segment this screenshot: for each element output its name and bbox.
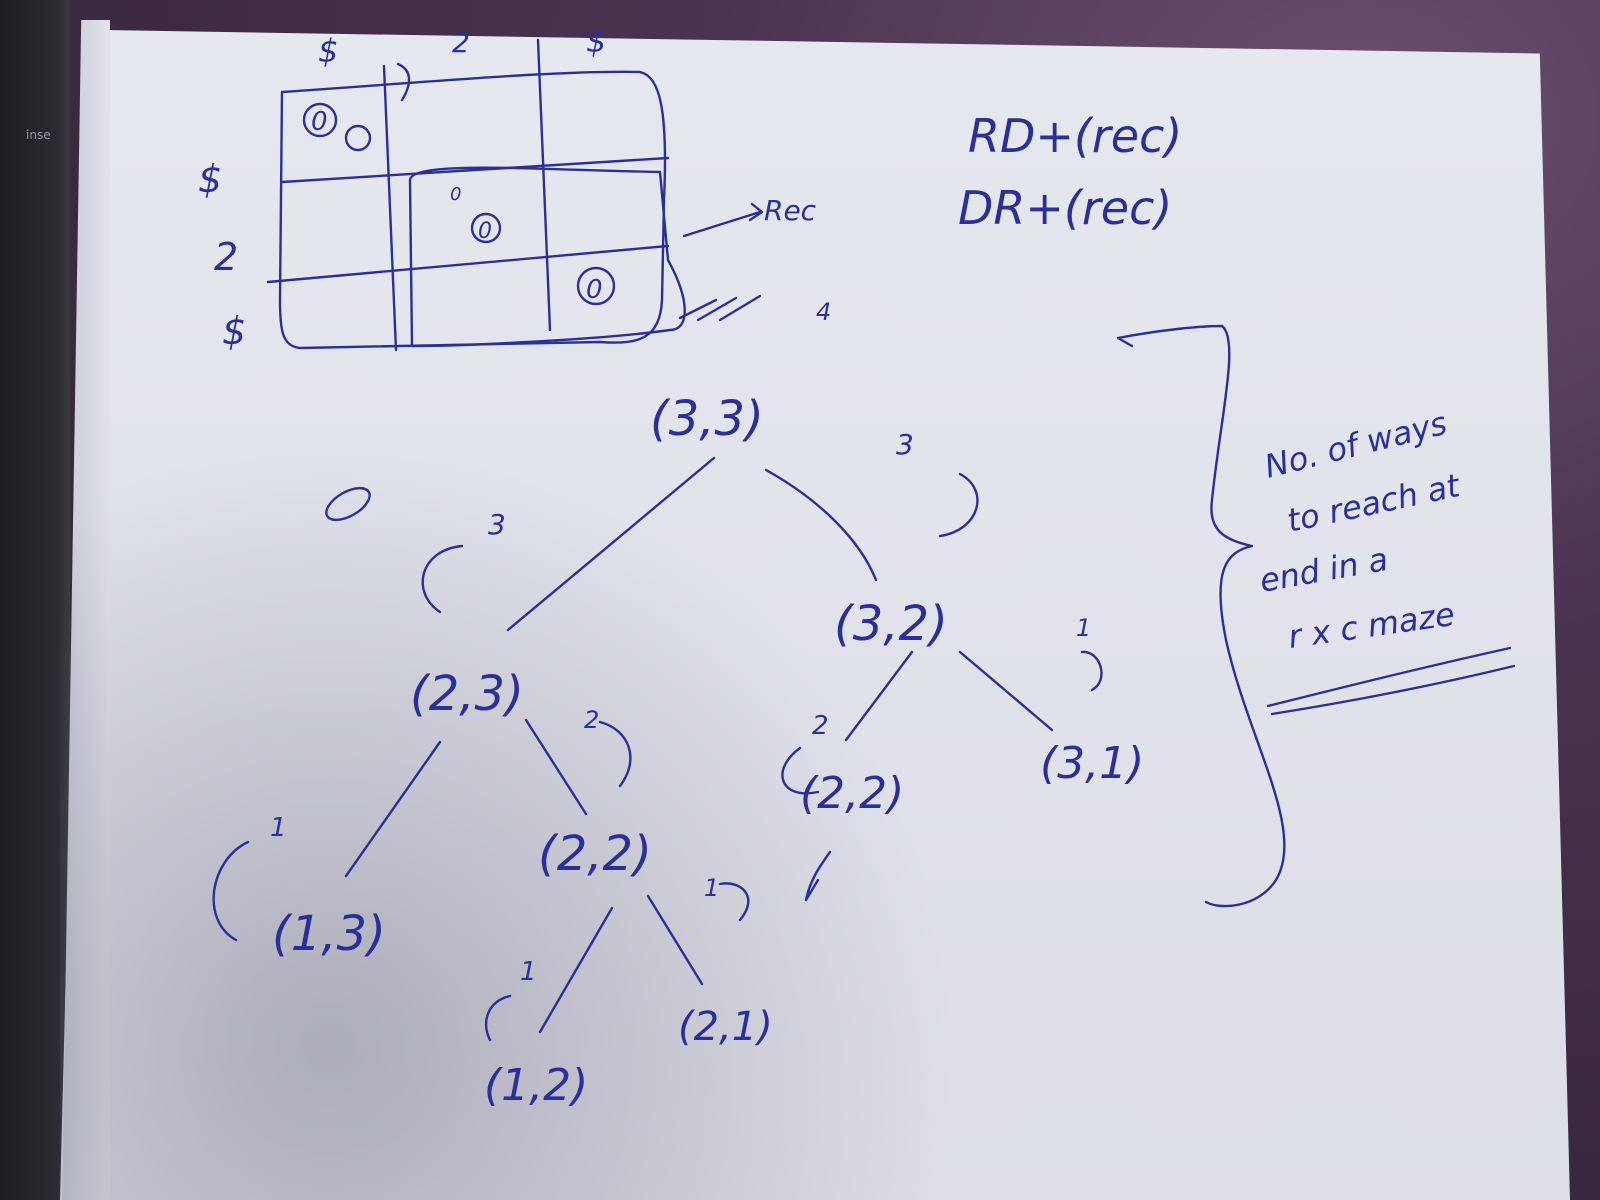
grid-row-label-2: 2	[214, 235, 238, 279]
notebook-page	[60, 29, 1570, 1200]
count-2-1: 1	[704, 874, 719, 902]
cell-mark-start: 0	[311, 107, 328, 137]
end-cell-circle	[576, 266, 616, 306]
curly-brace	[1116, 324, 1286, 908]
start-cell-circle	[302, 102, 338, 138]
count-3-2: 3	[896, 428, 914, 461]
count-2-2-right: 2	[812, 711, 829, 741]
rec-label: Rec	[764, 194, 817, 227]
tree-node-2-3: (2,3)	[410, 666, 524, 722]
tree-node-1-2: (1,2)	[484, 1060, 588, 1111]
scribble-mark	[325, 486, 371, 522]
cell-mark-middle: 0	[478, 219, 492, 244]
formula-line-1: RD+(rec)	[968, 109, 1182, 163]
maze-grid	[266, 38, 764, 352]
tree-node-3-1: (3,1)	[1040, 738, 1144, 789]
return-arrows	[212, 472, 1103, 1042]
middle-cell-circle	[470, 212, 502, 244]
note-line-4: r x c maze	[1286, 595, 1457, 656]
keyboard-key-label: inse	[26, 128, 51, 142]
count-root-top: 4	[816, 298, 831, 326]
grid-row-label-3: $	[222, 309, 246, 353]
grid-col-label-1: $	[318, 32, 338, 70]
cell-mark-circle-small	[344, 124, 372, 152]
count-2-2-left: 2	[584, 706, 599, 734]
tree-node-root: (3,3)	[650, 391, 764, 447]
note-line-2: to reach at	[1284, 466, 1464, 540]
tree-node-3-2: (3,2)	[834, 596, 948, 652]
page-shadow	[60, 430, 960, 1200]
count-1-3: 1	[270, 813, 287, 843]
note-line-3: end in a	[1257, 540, 1391, 600]
cell-mark-middle-small: 0	[450, 184, 461, 205]
tree-node-2-2-left: (2,2)	[538, 826, 652, 882]
note-underline-2	[1270, 664, 1516, 716]
tree-node-2-2-right: (2,2)	[800, 768, 904, 819]
note-underline-1	[1266, 646, 1512, 708]
grid-col-label-3: $	[586, 22, 606, 60]
cell-mark-end: 0	[586, 275, 603, 305]
formula-line-2: DR+(rec)	[958, 181, 1172, 235]
brace-tip	[1116, 336, 1134, 348]
laptop-edge: inse	[0, 0, 70, 1200]
count-1-2: 1	[520, 957, 537, 987]
grid-col-label-2: 2	[452, 26, 470, 59]
tree-node-1-3: (1,3)	[272, 906, 386, 962]
grid-row-label-1: $	[198, 157, 222, 201]
recursion-tree-edges	[344, 294, 1054, 1034]
tree-node-2-1: (2,1)	[678, 1004, 773, 1050]
count-2-3: 3	[488, 508, 506, 541]
count-3-1: 1	[1076, 614, 1091, 642]
